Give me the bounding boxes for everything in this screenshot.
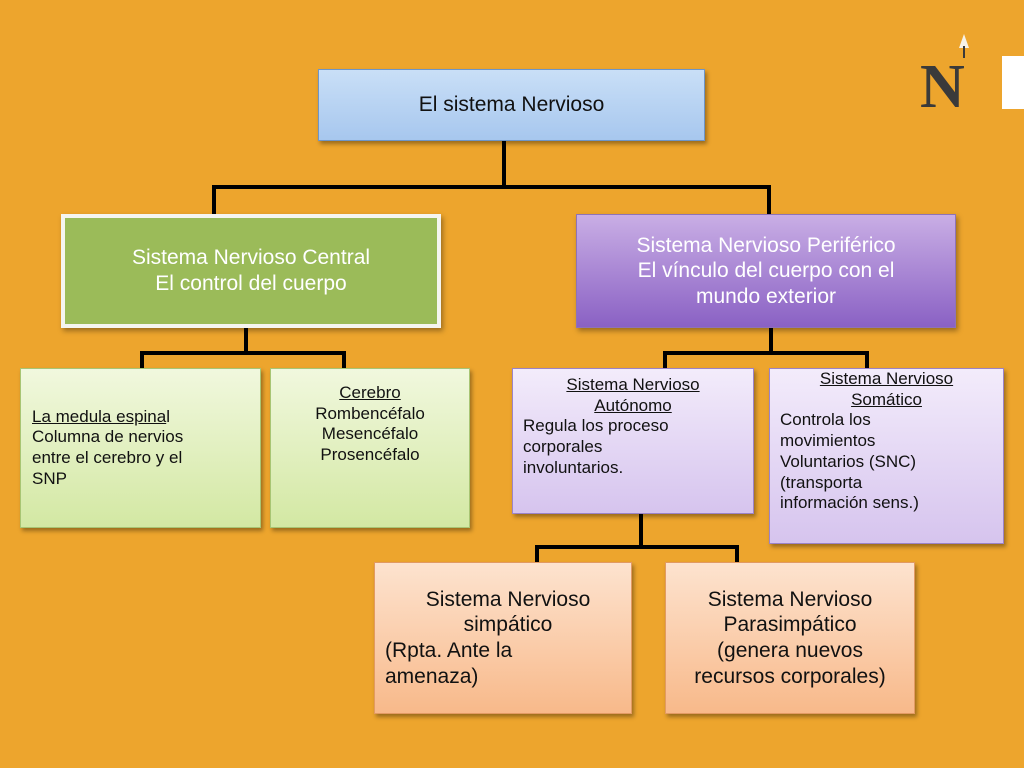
somatico-line-3: Voluntarios (SNC) [780, 451, 917, 471]
simpatico-line-1: (Rpta. Ante la [385, 639, 513, 662]
central-subtitle: El control del cuerpo [155, 272, 347, 295]
somatico-line-5: información sens.) [780, 493, 919, 513]
parasimpatico-line-3: (genera nuevos [717, 639, 863, 662]
somatico-line-2: movimientos [780, 431, 876, 451]
peripheral-nervous-system-box: Sistema Nervioso Periférico El vínculo d… [576, 214, 956, 328]
autonomic-nervous-system-box: Sistema Nervioso Autónomo Regula los pro… [512, 368, 754, 514]
cerebro-line-2: Mesencéfalo [321, 424, 419, 444]
root-node-box: El sistema Nervioso [318, 69, 705, 141]
autonomo-line-3: involuntarios. [523, 457, 624, 477]
parasympathetic-nervous-system-box: Sistema Nervioso Parasimpático (genera n… [665, 562, 915, 714]
medula-title-underlined: La medula espina [32, 406, 167, 426]
somatico-title-2: Somático [851, 389, 922, 409]
compass-n-logo-icon: N [920, 34, 969, 112]
spinal-cord-box: La medula espinal Columna de nervios ent… [20, 368, 261, 528]
sympathetic-nervous-system-box: Sistema Nervioso simpático (Rpta. Ante l… [374, 562, 632, 714]
simpatico-title-1: Sistema Nervioso [425, 587, 591, 611]
parasimpatico-line-2: Parasimpático [723, 613, 857, 637]
medula-line-2: entre el cerebro y el [32, 448, 183, 467]
cerebro-title: Cerebro [339, 383, 401, 402]
medula-title-tail: l [166, 406, 170, 426]
cerebro-line-1: Rombencéfalo [315, 403, 425, 423]
parasimpatico-line-1: Sistema Nervioso [707, 587, 873, 611]
simpatico-title-2: simpático [463, 613, 553, 637]
simpatico-line-2: amenaza) [385, 664, 479, 688]
periferico-title: Sistema Nervioso Periférico [636, 233, 896, 257]
central-title: Sistema Nervioso Central [131, 246, 371, 270]
root-node-label: El sistema Nervioso [418, 93, 605, 117]
medula-title: La medula espinal [32, 407, 260, 428]
somatic-nervous-system-box: Sistema Nervioso Somático Controla los m… [769, 368, 1004, 544]
autonomo-title-2: Autónomo [594, 395, 672, 415]
logo-letter: N [920, 53, 965, 112]
brain-box: Cerebro Rombencéfalo Mesencéfalo Prosenc… [270, 368, 470, 528]
somatico-line-4: (transporta [780, 472, 863, 492]
medula-line-1: Columna de nervios [32, 427, 184, 447]
somatico-title-1: Sistema Nervioso [819, 369, 954, 388]
autonomo-title-1: Sistema Nervioso [566, 375, 700, 394]
autonomo-line-2: corporales [523, 437, 603, 457]
central-nervous-system-box: Sistema Nervioso Central El control del … [61, 214, 441, 328]
medula-line-3: SNP [32, 468, 67, 488]
autonomo-line-1: Regula los proceso [523, 416, 669, 436]
periferico-line-1: El vínculo del cuerpo con el [637, 259, 895, 283]
parasimpatico-line-4: recursos corporales) [694, 664, 886, 688]
cerebro-line-3: Prosencéfalo [320, 445, 420, 465]
somatico-line-1: Controla los [780, 410, 871, 430]
logo-white-bar [1002, 56, 1024, 109]
periferico-line-2: mundo exterior [695, 284, 837, 308]
